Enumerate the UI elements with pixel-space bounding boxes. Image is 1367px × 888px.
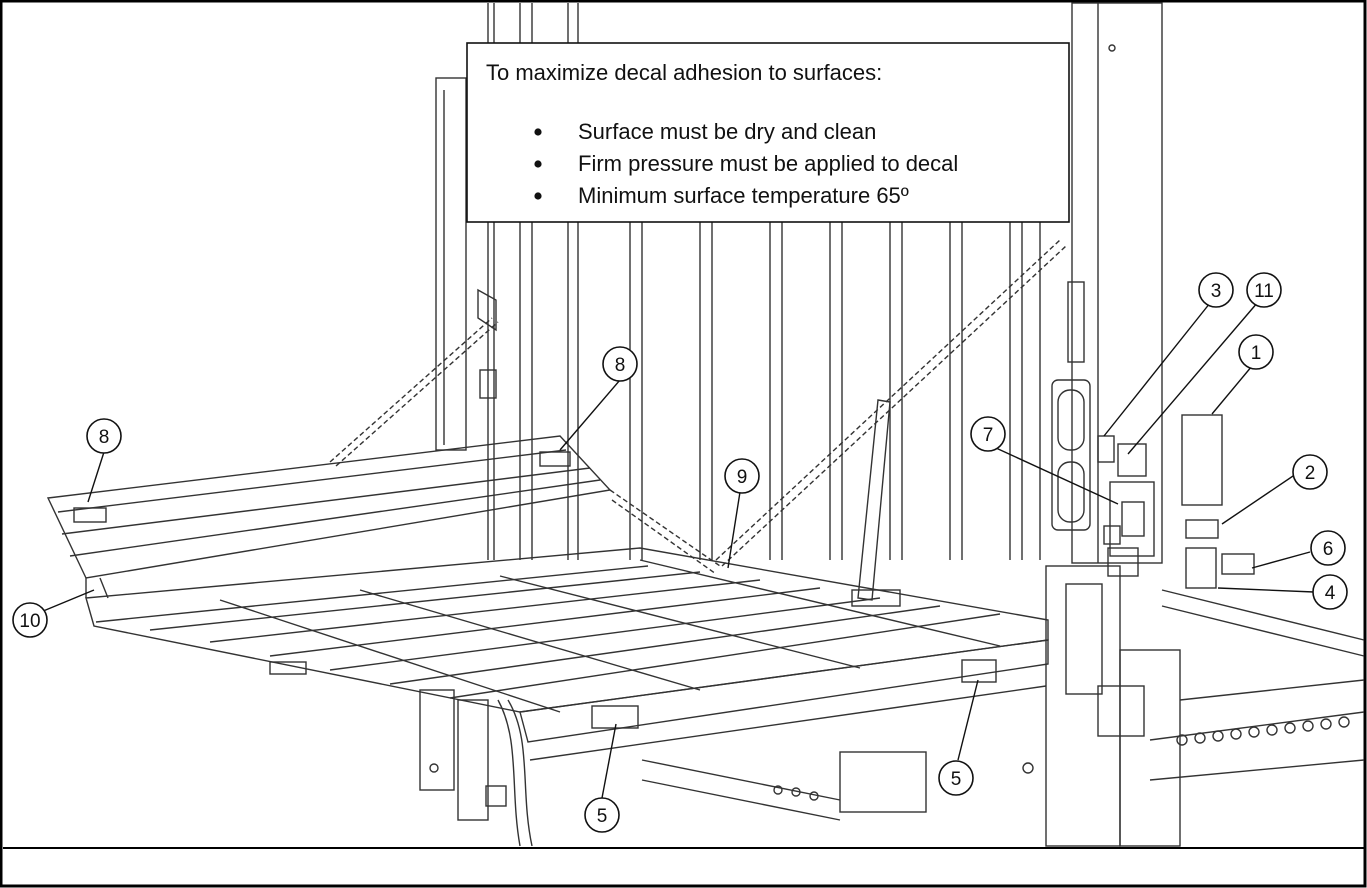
svg-text:5: 5 (597, 806, 608, 827)
leader-lines (35, 297, 1315, 799)
chains (329, 239, 1067, 575)
adhesion-note-box: To maximize decal adhesion to surfaces: … (466, 42, 1070, 223)
svg-text:1: 1 (1251, 343, 1262, 364)
callout-8-left: 8 (86, 418, 122, 454)
callout-6: 6 (1310, 530, 1346, 566)
bullet-dot (534, 192, 542, 200)
svg-text:6: 6 (1323, 539, 1334, 560)
note-item: Surface must be dry and clean (578, 119, 876, 144)
svg-text:10: 10 (19, 611, 40, 632)
callout-11: 11 (1246, 272, 1282, 308)
svg-text:9: 9 (737, 467, 748, 488)
svg-text:4: 4 (1325, 583, 1336, 604)
svg-text:11: 11 (1254, 281, 1274, 302)
front-beam (519, 639, 1049, 813)
callout-7: 7 (970, 416, 1006, 452)
svg-text:7: 7 (983, 425, 994, 446)
under-frame (269, 661, 841, 847)
svg-text:2: 2 (1305, 463, 1316, 484)
ramp-flap (46, 435, 612, 599)
callout-1: 1 (1238, 334, 1274, 370)
right-rail (1149, 679, 1365, 781)
note-title: To maximize decal adhesion to surfaces: (486, 60, 882, 85)
right-post (1051, 2, 1223, 577)
svg-text:8: 8 (615, 355, 626, 376)
front-post (1045, 565, 1181, 847)
left-post (435, 77, 497, 451)
bullet-dot (534, 128, 542, 136)
svg-text:3: 3 (1211, 281, 1222, 302)
right-wall-decals (1161, 519, 1365, 657)
note-item: Minimum surface temperature 65º (578, 183, 909, 208)
back-wall-slats (487, 3, 1041, 560)
callout-3: 3 (1198, 272, 1234, 308)
callout-2: 2 (1292, 454, 1328, 490)
callout-5-left: 5 (584, 797, 620, 833)
svg-text:8: 8 (99, 427, 110, 448)
callout-4: 4 (1312, 574, 1348, 610)
bullet-dot (534, 160, 542, 168)
svg-text:5: 5 (951, 769, 962, 790)
callout-9: 9 (724, 458, 760, 494)
callout-5-right: 5 (938, 760, 974, 796)
callout-8-right: 8 (602, 346, 638, 382)
lift-drawing (46, 2, 1365, 847)
note-item: Firm pressure must be applied to decal (578, 151, 958, 176)
callout-10: 10 (12, 602, 48, 638)
